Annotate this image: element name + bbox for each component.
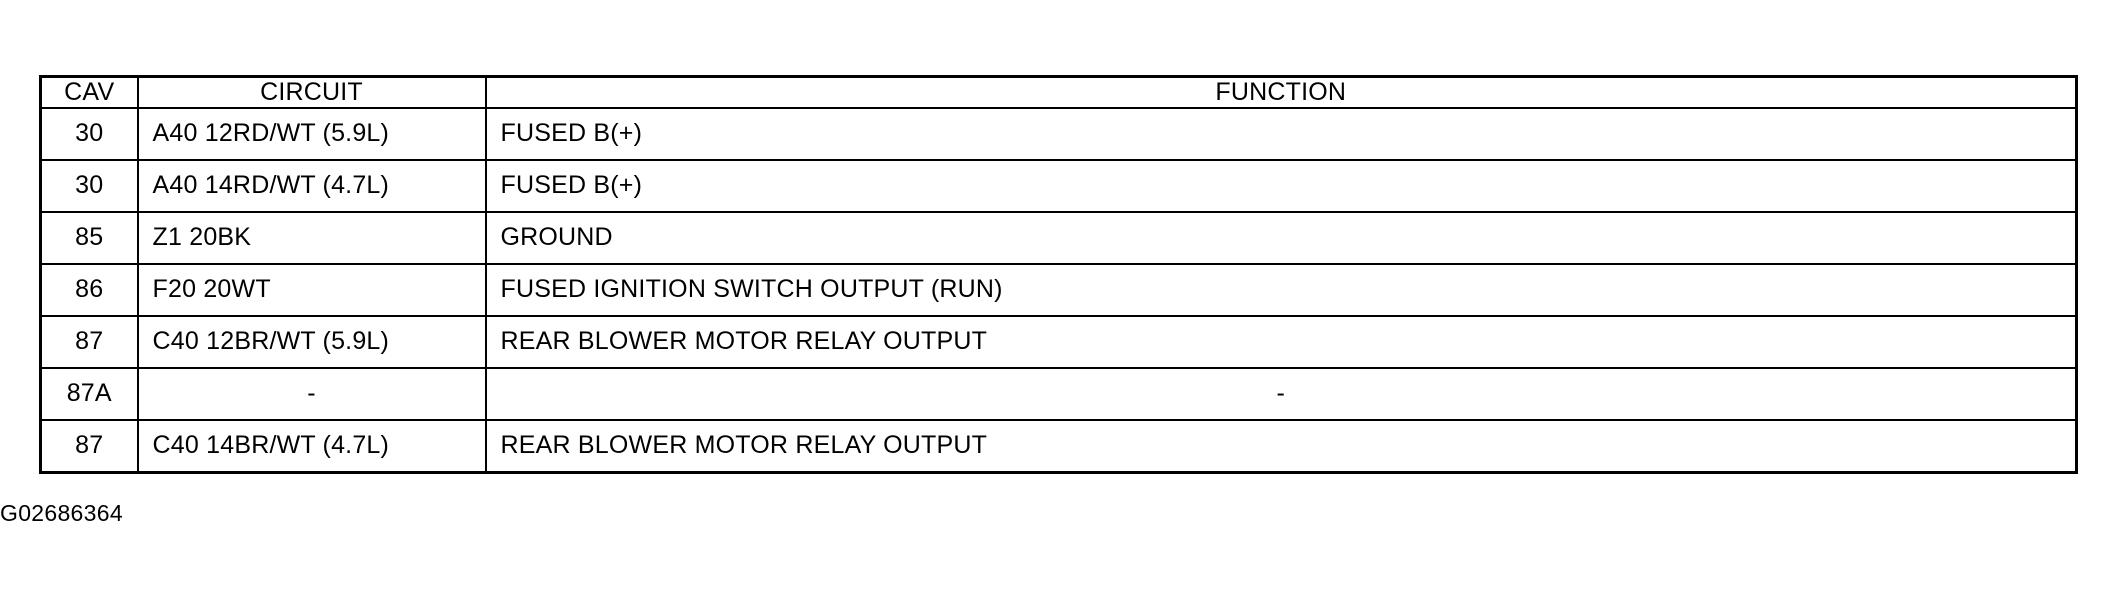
cell-cav: 87 [39, 314, 139, 369]
header-function: FUNCTION [484, 75, 2078, 109]
cell-function: FUSED B(+) [484, 158, 2078, 213]
cell-circuit: C40 12BR/WT (5.9L) [136, 314, 487, 369]
cell-function: REAR BLOWER MOTOR RELAY OUTPUT [484, 314, 2078, 369]
cell-circuit: A40 14RD/WT (4.7L) [136, 158, 487, 213]
table-row: 87 C40 14BR/WT (4.7L) REAR BLOWER MOTOR … [39, 418, 2078, 474]
cell-function: - [484, 366, 2078, 421]
cell-cav: 87A [39, 366, 139, 421]
table-header-row: CAV CIRCUIT FUNCTION [39, 75, 2078, 109]
cell-cav: 85 [39, 210, 139, 265]
cell-cav: 30 [39, 158, 139, 213]
cell-circuit: Z1 20BK [136, 210, 487, 265]
cell-circuit: A40 12RD/WT (5.9L) [136, 107, 487, 161]
table-row: 30 A40 14RD/WT (4.7L) FUSED B(+) [39, 158, 2078, 213]
figure-id: G02686364 [0, 500, 123, 526]
header-cav: CAV [39, 75, 139, 109]
cell-function: GROUND [484, 210, 2078, 265]
table-row: 86 F20 20WT FUSED IGNITION SWITCH OUTPUT… [39, 262, 2078, 317]
cell-cav: 86 [39, 262, 139, 317]
cell-circuit: C40 14BR/WT (4.7L) [136, 418, 487, 474]
cell-cav: 87 [39, 418, 139, 474]
cell-circuit: F20 20WT [136, 262, 487, 317]
cell-cav: 30 [39, 107, 139, 161]
table-row: 30 A40 12RD/WT (5.9L) FUSED B(+) [39, 107, 2078, 161]
connector-pinout-table: CAV CIRCUIT FUNCTION 30 A40 12RD/WT (5.9… [39, 75, 2078, 474]
table-row: 85 Z1 20BK GROUND [39, 210, 2078, 265]
table-row: 87 C40 12BR/WT (5.9L) REAR BLOWER MOTOR … [39, 314, 2078, 369]
table-row: 87A - - [39, 366, 2078, 421]
cell-function: FUSED IGNITION SWITCH OUTPUT (RUN) [484, 262, 2078, 317]
header-circuit: CIRCUIT [136, 75, 487, 109]
cell-circuit: - [136, 366, 487, 421]
cell-function: REAR BLOWER MOTOR RELAY OUTPUT [484, 418, 2078, 474]
cell-function: FUSED B(+) [484, 107, 2078, 161]
